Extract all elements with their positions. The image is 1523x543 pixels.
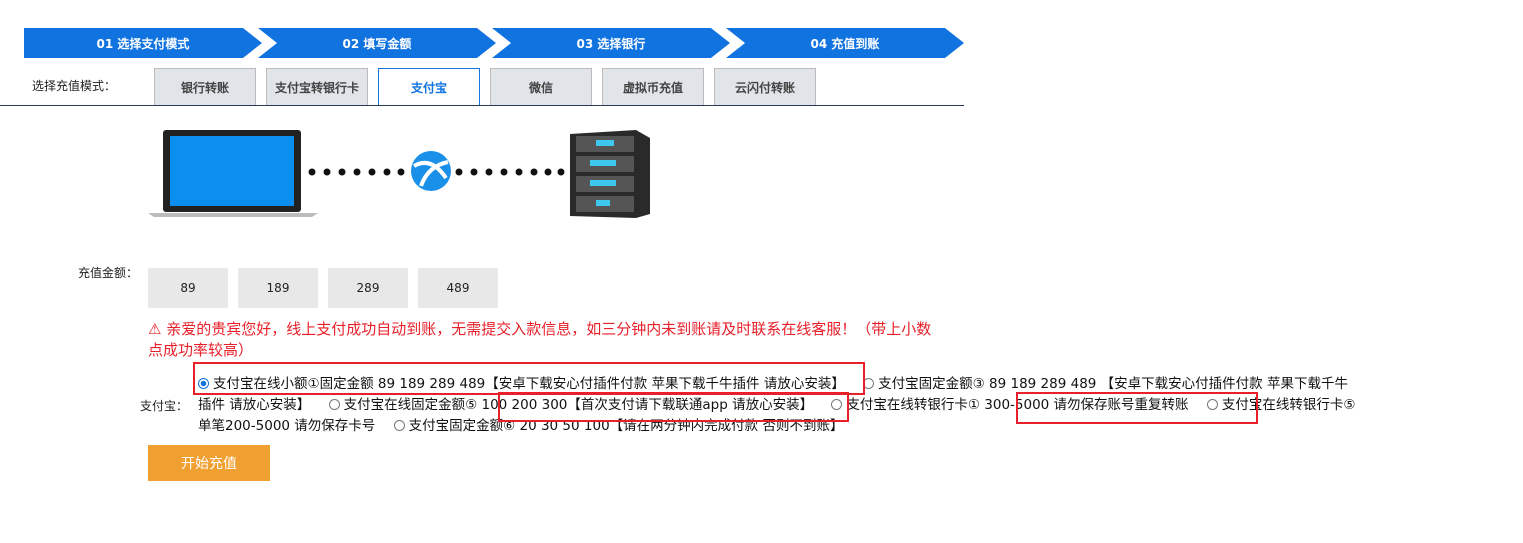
- tab-alipay-to-card[interactable]: 支付宝转银行卡: [266, 68, 368, 105]
- radio-icon[interactable]: [831, 399, 843, 410]
- step-2: 02 填写金额: [258, 28, 496, 58]
- tab-unionpay[interactable]: 云闪付转账: [714, 68, 816, 105]
- warning-message: ⚠ 亲爱的贵宾您好，线上支付成功自动到账，无需提交入款信息，如三分钟内未到账请及…: [148, 319, 938, 361]
- step-label: 02 填写金额: [342, 36, 412, 51]
- globe-icon: [411, 151, 451, 191]
- warning-icon: ⚠: [148, 320, 162, 338]
- amount-button[interactable]: 289: [328, 268, 408, 308]
- radio-icon[interactable]: [1206, 399, 1218, 410]
- radio-icon[interactable]: [393, 420, 405, 431]
- step-label: 01 选择支付模式: [96, 36, 190, 51]
- amount-button[interactable]: 189: [238, 268, 318, 308]
- alipay-label: 支付宝：: [140, 399, 189, 413]
- amount-label: 充值金额：: [78, 266, 139, 280]
- warning-text: 亲爱的贵宾您好，线上支付成功自动到账，无需提交入款信息，如三分钟内未到账请及时联…: [148, 320, 932, 359]
- option-1[interactable]: 支付宝在线小额①固定金额 89 189 289 489【安卓下载安心付插件付款 …: [198, 376, 845, 392]
- tab-bank-transfer[interactable]: 银行转账: [154, 68, 256, 105]
- amount-button[interactable]: 489: [418, 268, 498, 308]
- option-5[interactable]: 支付宝在线转银行卡⑤ 单笔200-5000 请勿保存卡号: [198, 397, 1355, 434]
- server-icon: [570, 130, 650, 218]
- dots-right: [455, 168, 565, 176]
- option-label: 支付宝在线固定金额⑤ 100 200 300【首次支付请下载联通app 请放心安…: [343, 397, 814, 413]
- step-1: 01 选择支付模式: [24, 28, 262, 58]
- step-4: 04 充值到账: [726, 28, 964, 58]
- payment-illustration: [148, 130, 650, 218]
- tab-alipay[interactable]: 支付宝: [378, 68, 480, 106]
- laptop-icon: [148, 130, 318, 217]
- option-label: 支付宝在线小额①固定金额 89 189 289 489【安卓下载安心付插件付款 …: [213, 376, 845, 392]
- tab-crypto[interactable]: 虚拟币充值: [602, 68, 704, 105]
- option-label: 支付宝固定金额③ 89 189 289 489 【安卓下载安心付插件付款 苹果下…: [198, 376, 1348, 413]
- option-3[interactable]: 支付宝在线固定金额⑤ 100 200 300【首次支付请下载联通app 请放心安…: [328, 397, 814, 413]
- option-2[interactable]: 支付宝固定金额③ 89 189 289 489 【安卓下载安心付插件付款 苹果下…: [198, 376, 1348, 413]
- option-6[interactable]: 支付宝固定金额⑥ 20 30 50 100【请在两分钟内完成付款 否则不到账】: [393, 418, 844, 434]
- radio-icon[interactable]: [328, 399, 340, 410]
- option-label: 支付宝固定金额⑥ 20 30 50 100【请在两分钟内完成付款 否则不到账】: [408, 418, 844, 434]
- radio-icon[interactable]: [198, 378, 209, 389]
- step-label: 03 选择银行: [576, 36, 646, 51]
- step-label: 04 充值到账: [810, 36, 880, 51]
- amount-button[interactable]: 89: [148, 268, 228, 308]
- step-3: 03 选择银行: [492, 28, 730, 58]
- mode-label: 选择充值模式：: [32, 79, 117, 93]
- option-label: 支付宝在线转银行卡⑤ 单笔200-5000 请勿保存卡号: [198, 397, 1356, 434]
- highlight-box: [498, 392, 849, 422]
- alipay-options: 支付宝在线小额①固定金额 89 189 289 489【安卓下载安心付插件付款 …: [198, 374, 1358, 437]
- highlight-box: [1016, 392, 1258, 424]
- dots-left: [308, 168, 405, 176]
- tab-divider: [0, 105, 964, 106]
- highlight-box: [193, 362, 865, 395]
- tab-wechat[interactable]: 微信: [490, 68, 592, 105]
- start-recharge-button[interactable]: 开始充值: [148, 445, 270, 481]
